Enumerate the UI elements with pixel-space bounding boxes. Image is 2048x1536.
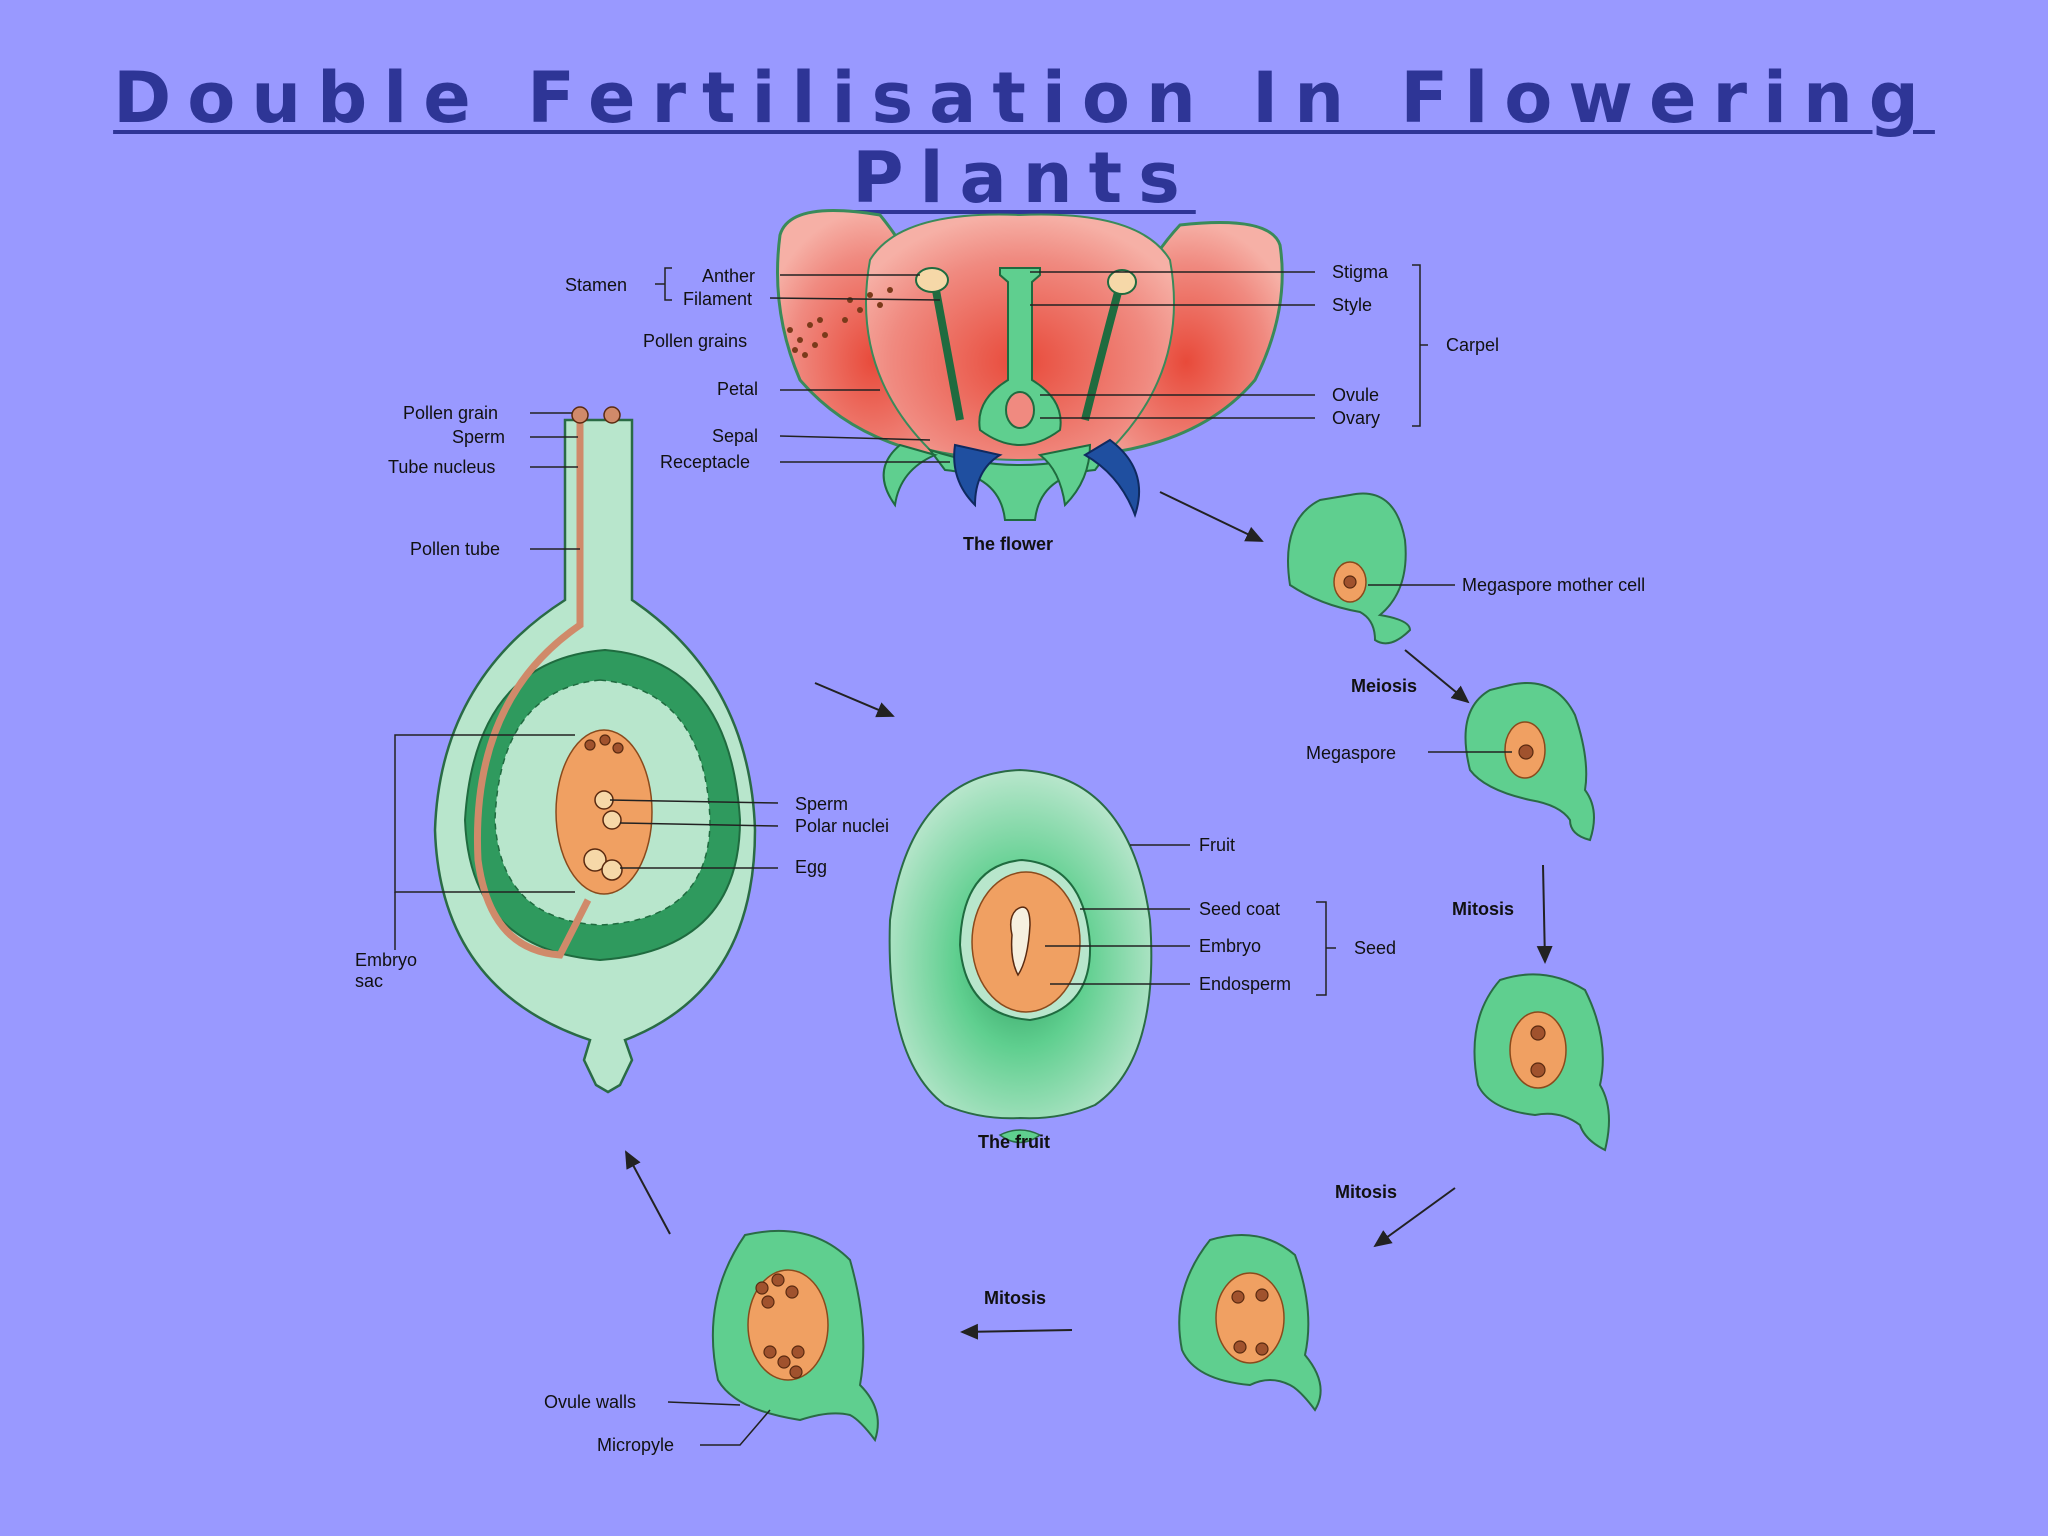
label-mitosis-2: Mitosis xyxy=(1335,1182,1397,1202)
label-ovule: Ovule xyxy=(1332,385,1379,405)
label-carpel: Carpel xyxy=(1446,335,1499,355)
arrow-to-fruit xyxy=(814,682,895,718)
label-anther: Anther xyxy=(702,266,755,286)
label-endosperm: Endosperm xyxy=(1199,974,1291,994)
label-the-flower: The flower xyxy=(963,534,1053,554)
label-style: Style xyxy=(1332,295,1372,315)
label-megaspore: Megaspore xyxy=(1306,743,1396,763)
label-ovule-walls: Ovule walls xyxy=(544,1392,636,1412)
ovule-in-ovary xyxy=(1005,391,1035,429)
label-the-fruit: The fruit xyxy=(978,1132,1050,1152)
label-seed: Seed xyxy=(1354,938,1396,958)
label-megaspore-mother-cell: Megaspore mother cell xyxy=(1462,575,1645,595)
label-stigma: Stigma xyxy=(1332,262,1389,282)
ovule-eight-nuclei xyxy=(711,1229,879,1443)
pollen-tube-path xyxy=(473,420,592,959)
anther-left xyxy=(915,267,949,293)
label-embryo-sac-1: Embryo xyxy=(355,950,417,970)
label-tube-nucleus: Tube nucleus xyxy=(388,457,495,477)
label-sperm-top: Sperm xyxy=(452,427,505,447)
arrow-mitosis-2 xyxy=(1373,1187,1456,1248)
label-stamen: Stamen xyxy=(565,275,627,295)
label-meiosis: Meiosis xyxy=(1351,676,1417,696)
style-pistil xyxy=(978,267,1062,446)
label-ovary: Ovary xyxy=(1332,408,1380,428)
label-embryo: Embryo xyxy=(1199,936,1261,956)
label-fruit: Fruit xyxy=(1199,835,1235,855)
label-petal: Petal xyxy=(717,379,758,399)
filament-left xyxy=(931,284,964,421)
fruit-leaders xyxy=(1045,844,1336,996)
label-mitosis-3: Mitosis xyxy=(984,1288,1046,1308)
label-seed-coat: Seed coat xyxy=(1199,899,1280,919)
sepal-left-1 xyxy=(882,443,938,508)
filament-right xyxy=(1081,283,1124,421)
title-line-1: Double Fertilisation In Flowering xyxy=(113,57,1935,139)
arrow-mitosis-1 xyxy=(1536,864,1553,964)
label-mitosis-1: Mitosis xyxy=(1452,899,1514,919)
arrow-mitosis-3 xyxy=(960,1323,1073,1340)
label-filament: Filament xyxy=(683,289,752,309)
page-title: Double Fertilisation In Flowering Plants xyxy=(0,58,2048,218)
cycle-arrows xyxy=(625,491,1553,1340)
label-pollen-grains: Pollen grains xyxy=(643,331,747,351)
label-receptacle: Receptacle xyxy=(660,452,750,472)
flower-leader-lines xyxy=(655,264,1428,463)
sepal-right-2 xyxy=(1083,438,1141,518)
label-polar-nuclei: Polar nuclei xyxy=(795,816,889,836)
label-pollen-grain: Pollen grain xyxy=(403,403,498,423)
sepal-right-1 xyxy=(1037,443,1092,508)
label-micropyle: Micropyle xyxy=(597,1435,674,1455)
pollinated-ovule xyxy=(433,406,757,1094)
arrow-meiosis xyxy=(1404,649,1470,704)
label-sperm: Sperm xyxy=(795,794,848,814)
flower-illustration xyxy=(776,209,1284,521)
sepal-left-2 xyxy=(953,443,1003,508)
anther-right xyxy=(1107,269,1137,295)
label-embryo-sac-2: sac xyxy=(355,971,383,991)
ovule-four-nuclei xyxy=(1178,1234,1322,1412)
label-pollen-tube: Pollen tube xyxy=(410,539,500,559)
ovule-two-nuclei xyxy=(1473,973,1610,1152)
pollinated-ovule-leaders xyxy=(394,412,779,950)
arrow-to-pollination xyxy=(625,1150,671,1235)
arrow-flower-to-ovule xyxy=(1159,491,1264,542)
title-line-2: Plants xyxy=(852,137,1196,219)
ovule-megaspore xyxy=(1464,682,1595,842)
ovule-megaspore-mother-cell xyxy=(1287,492,1412,645)
label-sepal: Sepal xyxy=(712,426,758,446)
ovule-walls-leaders xyxy=(667,1401,771,1446)
fruit-illustration xyxy=(888,768,1153,1144)
label-egg: Egg xyxy=(795,857,827,877)
